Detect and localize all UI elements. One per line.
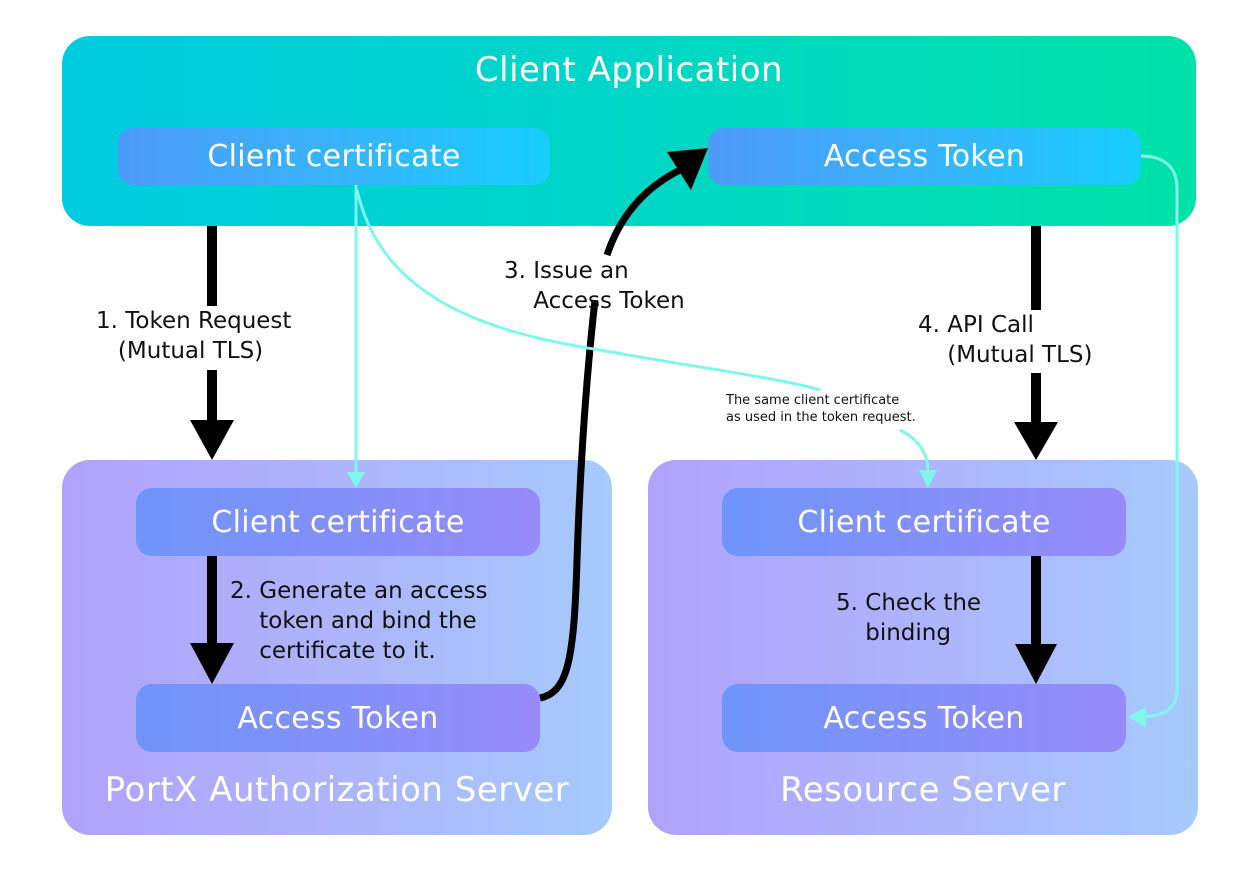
auth-server-access-token-box: Access Token [136,684,540,752]
resource-server-certificate-box: Client certificate [722,488,1126,556]
client-app-certificate-box: Client certificate [118,128,550,185]
client-application-title: Client Application [474,50,784,90]
step4-label: 4. API Call (Mutual TLS) [918,312,1093,368]
client-app-access-token-box: Access Token [708,128,1141,185]
certificate-copy-arrow [347,185,365,488]
certificate-reuse-arrow [355,189,937,488]
resource-server-title: Resource Server [780,770,1066,810]
step2-label: 2. Generate an access token and bind the… [230,578,488,664]
step3-label: 3. Issue an Access Token [504,258,685,314]
resource-server-access-token-box: Access Token [722,684,1126,752]
authorization-server-title: PortX Authorization Server [104,770,570,810]
step5-label: 5. Check the binding [836,590,982,646]
certificate-annotation: The same client certificate as used in t… [726,393,916,425]
step1-label: 1. Token Request (Mutual TLS) [96,306,292,366]
auth-server-certificate-box: Client certificate [136,488,540,556]
